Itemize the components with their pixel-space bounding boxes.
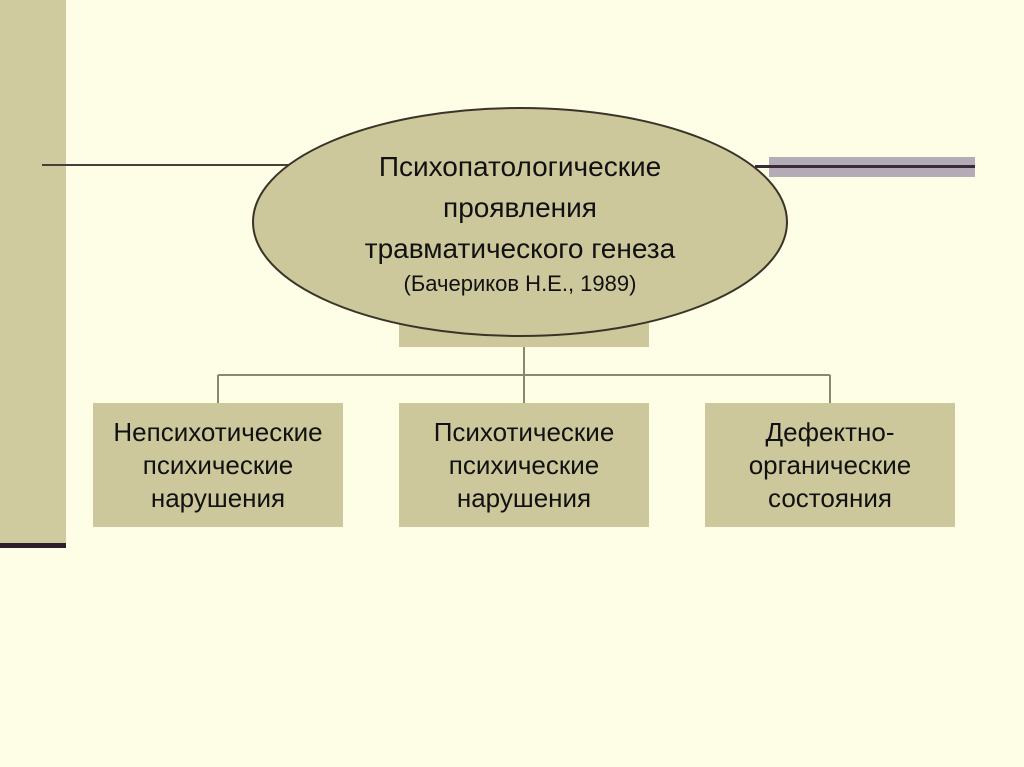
- title-rule-left: [42, 164, 302, 166]
- left-decorative-bar: [0, 0, 66, 545]
- root-ellipse: [252, 107, 788, 337]
- root-citation: (Бачериков Н.Е., 1989): [403, 271, 637, 296]
- child-node-defect-organic: Дефектно- органические состояния: [705, 403, 955, 527]
- root-node-text: Психопатологические проявления травматич…: [292, 146, 748, 299]
- root-title-line-2: проявления: [443, 192, 597, 223]
- child-node-psychotic: Психотические психические нарушения: [399, 403, 649, 527]
- title-rule-right: [755, 165, 975, 168]
- left-bar-underline: [0, 543, 66, 548]
- root-title-line-1: Психопатологические: [378, 151, 662, 182]
- child-node-nonpsychotic: Непсихотические психические нарушения: [93, 403, 343, 527]
- root-title-line-3: травматического генеза: [364, 233, 676, 264]
